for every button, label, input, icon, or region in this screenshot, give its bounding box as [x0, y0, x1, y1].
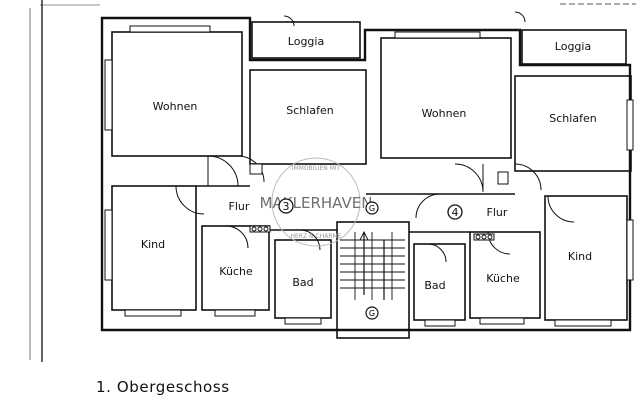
- floor-caption: 1. Obergeschoss: [96, 378, 230, 396]
- fixtures: [249, 163, 509, 241]
- unit-marker-4-label: 4: [452, 206, 459, 219]
- unit-marker-4: 4: [447, 204, 463, 220]
- room-label-loggia-left: Loggia: [288, 35, 324, 48]
- room-label-bad-right: Bad: [424, 279, 445, 292]
- door-swings: [175, 11, 575, 263]
- gas-marker-stair-label: G: [369, 309, 375, 318]
- walls: [100, 16, 632, 339]
- staircase: [340, 230, 405, 300]
- room-label-bad-left: Bad: [292, 276, 313, 289]
- windows: [104, 25, 634, 327]
- room-label-wohnen-left: Wohnen: [153, 100, 198, 113]
- room-label-wohnen-right: Wohnen: [422, 107, 467, 120]
- room-label-loggia-right: Loggia: [555, 40, 591, 53]
- gas-marker-flur: G: [365, 201, 379, 215]
- room-label-flur-left: Flur: [229, 200, 250, 213]
- room-label-schlafen-left: Schlafen: [286, 104, 333, 117]
- gas-marker-stair: G: [365, 306, 379, 320]
- room-label-kueche-left: Küche: [219, 265, 253, 278]
- watermark-arc-top: IMMOBILIEN MIT: [292, 165, 341, 172]
- room-label-kueche-right: Küche: [486, 272, 520, 285]
- watermark-brand: MAKLERHAVEN: [260, 194, 373, 212]
- gas-marker-flur-label: G: [369, 204, 375, 213]
- page-edges: [29, 0, 636, 362]
- unit-marker-3-label: 3: [283, 200, 290, 213]
- room-label-flur-right: Flur: [487, 206, 508, 219]
- room-label-kind-left: Kind: [141, 238, 165, 251]
- watermark-arc-bottom: HERZ & CHARME: [290, 233, 341, 240]
- room-label-schlafen-right: Schlafen: [549, 112, 596, 125]
- maklerhaven-watermark: IMMOBILIEN MIT MAKLERHAVEN HERZ & CHARME: [260, 157, 373, 247]
- room-label-kind-right: Kind: [568, 250, 592, 263]
- unit-marker-3: 3: [278, 198, 294, 214]
